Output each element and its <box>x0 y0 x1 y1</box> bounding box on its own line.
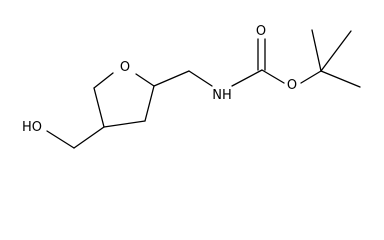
ester-oxygen-label: O <box>287 78 297 93</box>
bond-c4-ch2 <box>73 126 105 149</box>
chemical-structure: O O O NH HO <box>22 24 361 149</box>
bond-n-carbonyl <box>231 69 263 87</box>
bond-tbu-methyl-right <box>320 30 352 72</box>
bond-tbu-methyl-down <box>320 70 361 88</box>
bond-ester-o-tbu <box>300 70 322 84</box>
bond-ch2-oh <box>46 130 75 149</box>
bond-ring-o-c2 <box>135 73 155 87</box>
bond-carbonyl-ester-o <box>261 69 285 84</box>
bond-ring-c3-c4 <box>103 120 146 128</box>
bond-ch2-n <box>188 70 213 87</box>
bond-ring-c4-c5 <box>93 87 105 128</box>
bond-tbu-methyl-up <box>311 29 322 72</box>
bond-ring-c5-o <box>93 72 114 89</box>
ring-oxygen-label: O <box>120 60 130 75</box>
bond-ring-c2-c3 <box>144 85 155 122</box>
carbonyl-oxygen-label: O <box>256 24 266 39</box>
bond-c2-ch2 <box>153 70 190 87</box>
hydroxyl-label: HO <box>22 120 42 135</box>
amide-nitrogen-label: NH <box>212 88 232 103</box>
